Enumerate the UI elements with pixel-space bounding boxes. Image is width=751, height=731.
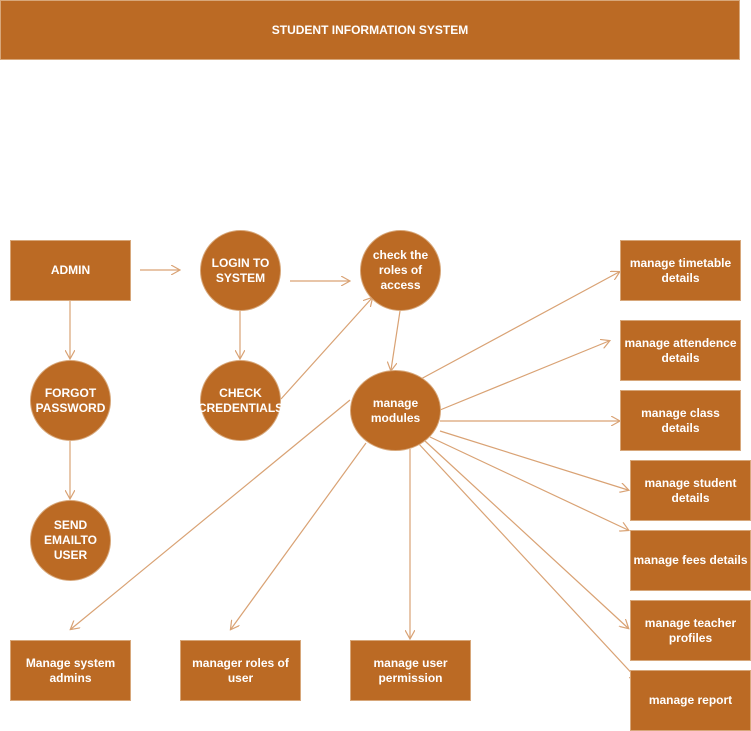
node-manager-roles-of-user: manager roles of user [180, 640, 301, 701]
node-check-credentials: CHECK CREDENTIALS [198, 360, 283, 441]
node-check-roles: check the roles of access [360, 230, 441, 311]
node-send-email: SEND EMAILTO USER [30, 500, 111, 581]
edge-modules-timetable [418, 272, 619, 381]
edge-credentials-roles [280, 298, 372, 400]
edge-roles-modules [391, 310, 401, 370]
diagram-title: STUDENT INFORMATION SYSTEM [0, 0, 740, 60]
edge-modules-report [417, 442, 638, 680]
edge-modules-admins [71, 399, 351, 629]
node-admin: ADMIN [10, 240, 131, 301]
edge-modules-student [439, 430, 628, 490]
node-manage-modules: manage modules [350, 370, 441, 451]
edge-modules-attendence [439, 341, 609, 411]
node-manage-teacher: manage teacher profiles [630, 600, 751, 661]
node-manage-class: manage class details [620, 390, 741, 451]
edge-modules-teacher [424, 440, 628, 628]
node-manage-system-admins: Manage system admins [10, 640, 131, 701]
edge-modules-roles-user [231, 442, 367, 629]
node-login: LOGIN TO SYSTEM [200, 230, 281, 311]
node-forgot-password: FORGOT PASSWORD [30, 360, 111, 441]
node-manage-attendence: manage attendence details [620, 320, 741, 381]
node-manage-timetable: manage timetable details [620, 240, 741, 301]
node-manage-student: manage student details [630, 460, 751, 521]
node-manage-fees: manage fees details [630, 530, 751, 591]
node-manage-report: manage report [630, 670, 751, 731]
node-manage-user-permission: manage user permission [350, 640, 471, 701]
edge-modules-fees [429, 436, 628, 530]
